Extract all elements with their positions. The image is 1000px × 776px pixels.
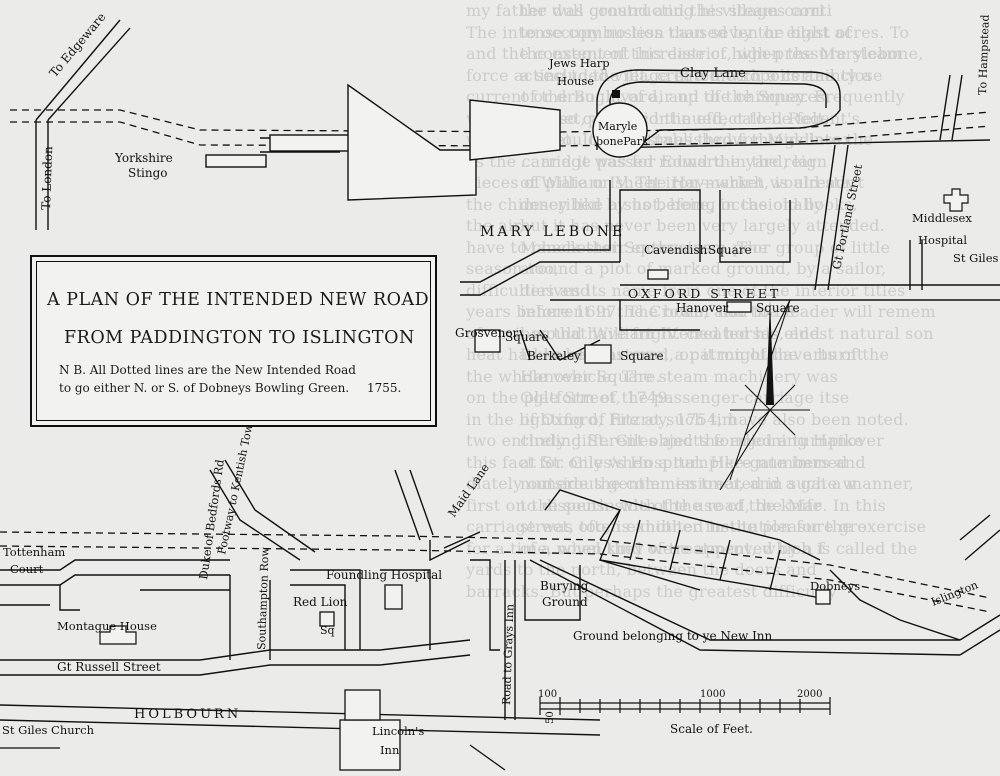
- label-red-lion: Red Lion: [293, 595, 348, 609]
- middlesex-hospital-symbol: [943, 188, 969, 212]
- label-mary-lebone: MARY LEBONE: [480, 224, 625, 240]
- label-yorkshire: Yorkshire: [114, 151, 173, 165]
- dobneys-bowling-green: [815, 589, 831, 605]
- label-ground: Ground: [542, 595, 588, 609]
- scale-bar: [539, 697, 831, 715]
- marylebone-park: [592, 102, 648, 158]
- label-grosvenor: Grosvenor: [455, 326, 519, 340]
- label-burying: Burying: [540, 579, 589, 593]
- label-sq: Sq: [320, 624, 335, 637]
- scale-tick-2000: 2000: [797, 689, 822, 700]
- label-hospital: Hospital: [918, 233, 967, 247]
- label-st-giles-church: St Giles Church: [2, 723, 95, 737]
- title-cartouche-inner: A PLAN OF THE INTENDED NEW ROAD FROM PAD…: [36, 261, 431, 421]
- label-jews-harp: Jews Harp: [548, 56, 610, 70]
- map-title-line2: FROM PADDINGTON TO ISLINGTON: [64, 328, 415, 348]
- label-road-to-grays-inn: Road to Grays Inn: [500, 604, 517, 705]
- label-clay-lane: Clay Lane: [680, 66, 746, 81]
- label-foundling-hospital: Foundling Hospital: [326, 568, 442, 582]
- background-text-line: to occupy no less than seven or eight ac…: [520, 22, 910, 42]
- background-text-line: a secluded village in a metropolis and c…: [520, 65, 883, 85]
- label-holbourn: HOLBOURN: [134, 707, 241, 722]
- background-text-line: Ogle Street, 1749.: [520, 388, 674, 407]
- label-st-giles: St Giles: [953, 251, 999, 265]
- label-tottenham: Tottenham: [3, 545, 65, 559]
- background-text-line: Hanover Square.: [520, 366, 661, 386]
- foundling-hospital-building: [384, 584, 403, 610]
- map-title-line1: A PLAN OF THE INTENDED NEW ROAD: [47, 290, 430, 310]
- background-text-line: Duke of Clarence, a patron of the arts o…: [520, 345, 890, 364]
- label-berkeley-square: Square: [620, 349, 664, 363]
- label-grosvenor-square: Square: [505, 330, 549, 344]
- background-text-line: the dull ground and the villages conti: [520, 1, 833, 20]
- label-to-hampstead: To Hampstead: [976, 14, 992, 95]
- label-cavendish-square: Square: [708, 243, 752, 257]
- background-text-line: cluding St. Giles and the adjoining Hano…: [520, 431, 884, 450]
- label-ground-new-inn: Ground belonging to ye New Inn: [573, 629, 773, 643]
- background-text-line: of Oxford, Fitzroy, 1754, have also been…: [520, 409, 909, 429]
- label-stingo: Stingo: [128, 166, 168, 180]
- background-text-line: but it has never been very largely atten…: [520, 216, 885, 235]
- label-middlesex: Middlesex: [912, 211, 972, 225]
- label-inn: Inn: [380, 743, 400, 757]
- label-southampton-row: Southampton Row: [255, 546, 272, 650]
- background-text-line: ... and it was for Edward in the reign: [520, 151, 828, 171]
- bloomsbury-streets: [0, 459, 601, 736]
- scale-tick-100: 100: [538, 689, 557, 700]
- label-cavendish: Cavendish: [644, 243, 708, 257]
- title-cartouche: A PLAN OF THE INTENDED NEW ROAD FROM PAD…: [30, 255, 437, 427]
- label-to-london: To London: [39, 146, 55, 210]
- scale-tick-50: 50: [545, 711, 556, 724]
- label-oxford-street: OXFORD STREET: [628, 286, 781, 301]
- background-text-line: around a plot of marked ground, by a sai…: [520, 259, 887, 278]
- background-text-line: Manchester Square, as a poor group of li…: [520, 237, 891, 257]
- background-text-line: numerous gentlemen treated in such a man…: [520, 474, 915, 493]
- label-maryle: Maryle: [598, 120, 637, 133]
- background-text-line: the extent of this district, when the Ma…: [520, 44, 924, 63]
- label-dobneys: Dobneys: [810, 579, 860, 593]
- montague-house-symbol: [99, 625, 137, 645]
- map-note-line1: N B. All Dotted lines are the New Intend…: [59, 363, 356, 377]
- background-text-line: described by us before, in the old books…: [520, 194, 858, 214]
- label-berkeley: Berkeley: [527, 349, 581, 363]
- new-inn-grounds: [524, 489, 961, 656]
- background-text-line: at St. Giles's Hospital. Here numbers an…: [520, 452, 866, 472]
- label-court: Court: [10, 562, 44, 576]
- label-montague-house: Montague House: [57, 619, 157, 633]
- map-note-line2: to go either N. or S. of Dobneys Bowling…: [59, 381, 350, 395]
- background-text-line: ber that William IV. created his eldest …: [520, 323, 934, 343]
- label-house: House: [557, 74, 594, 88]
- background-text-line: street, too, is another institution for …: [520, 517, 927, 536]
- scale-tick-1000: 1000: [700, 689, 725, 700]
- scale-label: Scale of Feet.: [670, 722, 753, 736]
- background-text-line: of William IV. The Haymarket, is already: [520, 173, 856, 192]
- label-lincolns: Lincoln's: [372, 724, 424, 738]
- map-year: 1755.: [367, 381, 402, 395]
- label-gt-russell-street: Gt Russell Street: [57, 660, 161, 674]
- red-lion-square: [319, 611, 335, 627]
- label-bone-park: bonePark: [596, 135, 649, 148]
- compass-rose: [719, 299, 810, 491]
- label-hanover: Hanover: [676, 301, 728, 315]
- label-hanover-square: Square: [756, 301, 800, 315]
- background-text-line: to dispense with the use of the knife. I…: [520, 495, 887, 515]
- background-text-line: of a novel kind of treatment, which is c…: [520, 538, 918, 558]
